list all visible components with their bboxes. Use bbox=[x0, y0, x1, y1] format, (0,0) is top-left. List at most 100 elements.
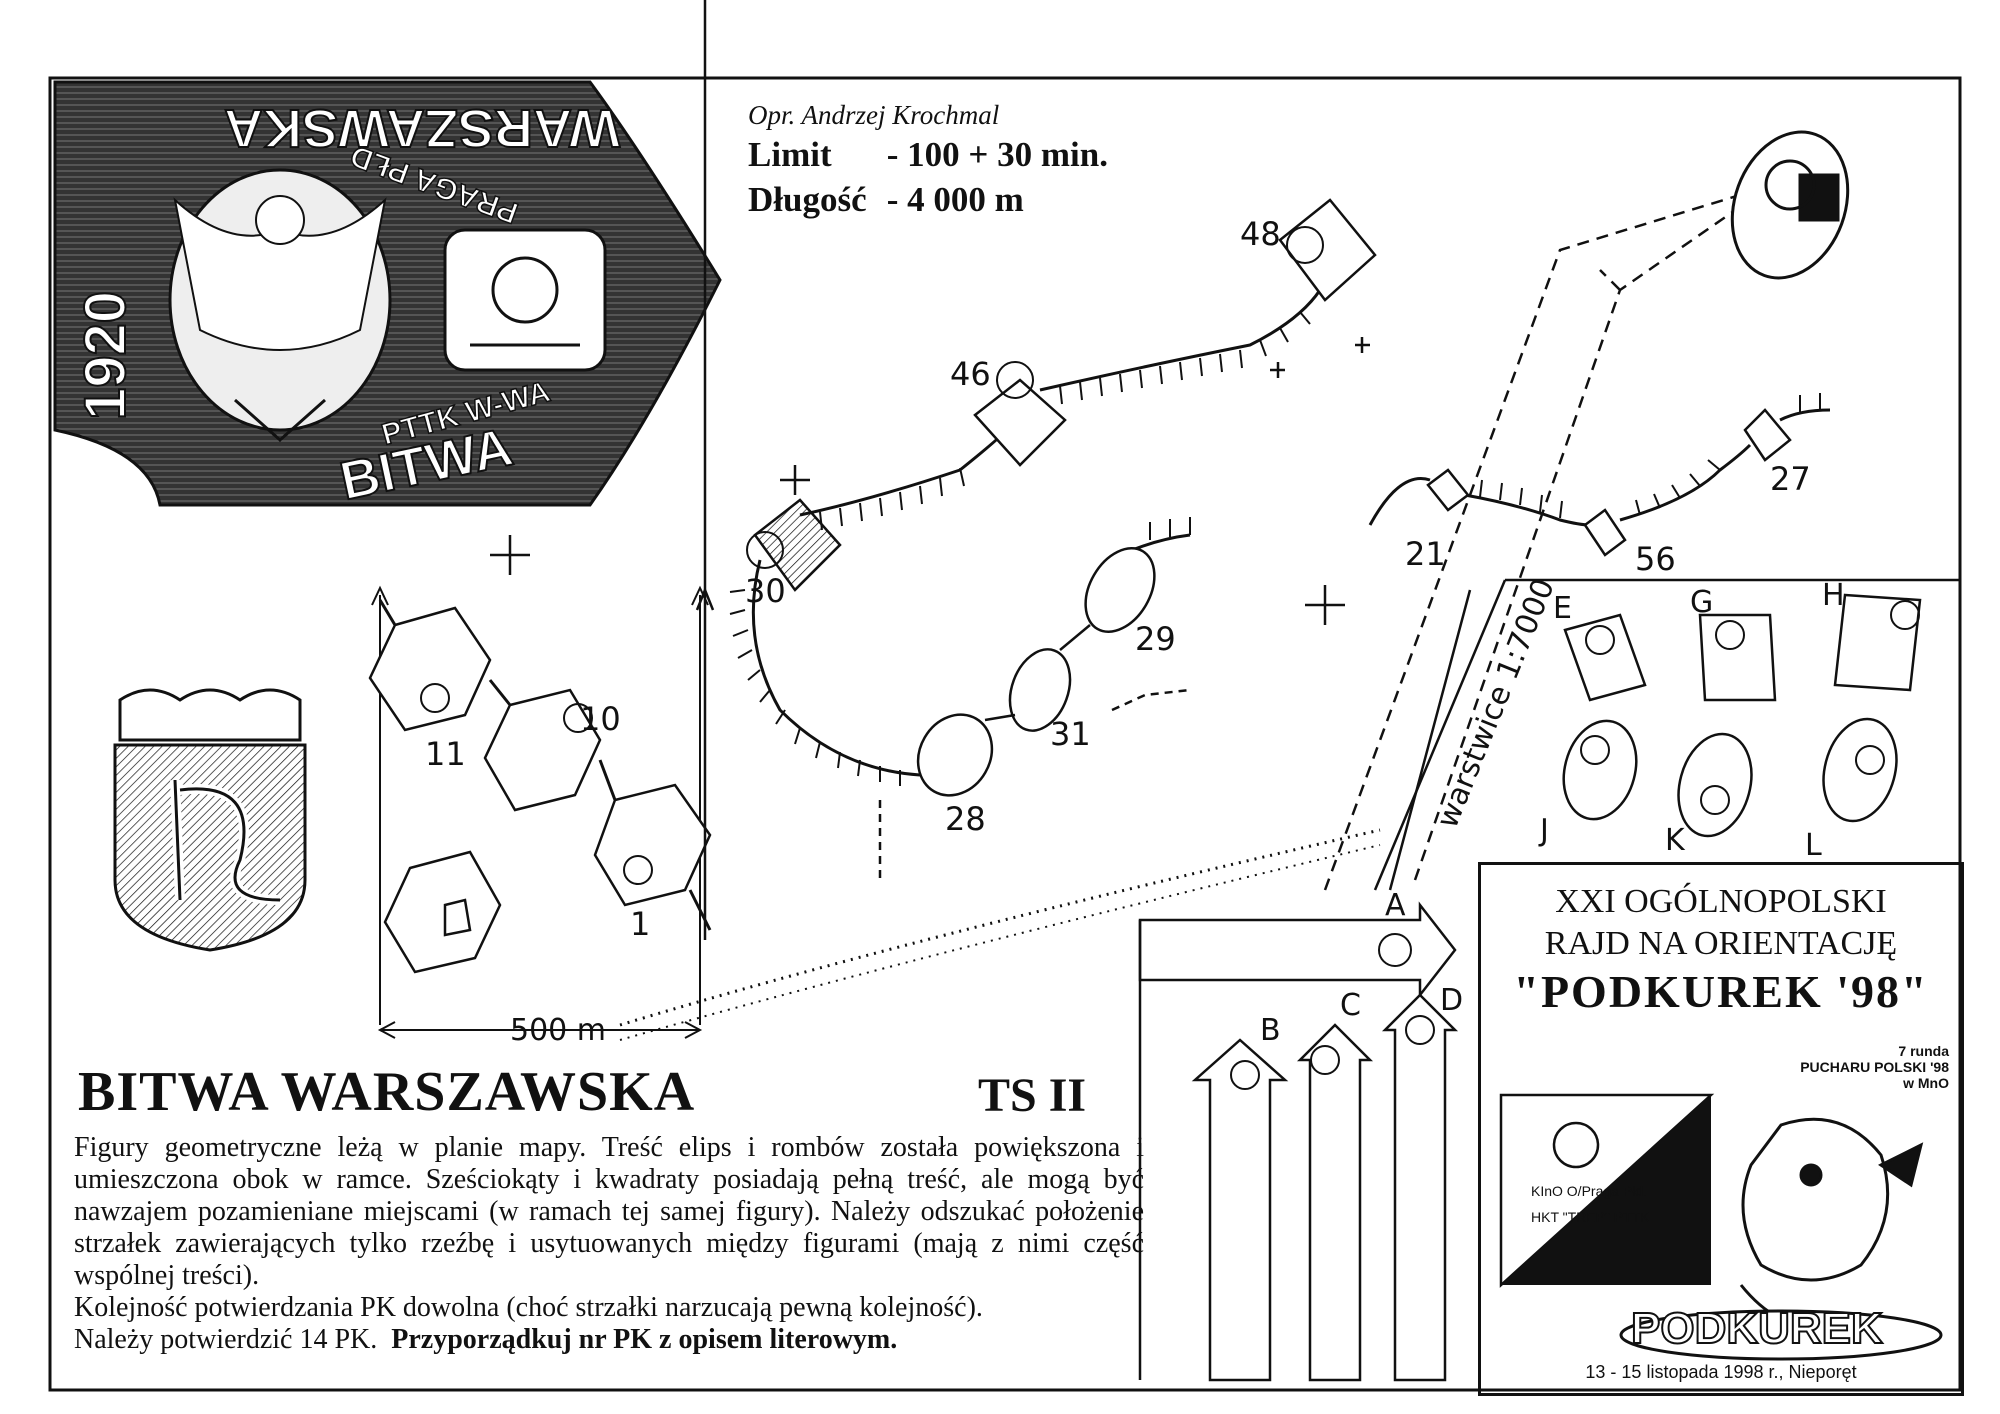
ellipse-target bbox=[1730, 130, 1850, 280]
letter-H: H bbox=[1822, 578, 1845, 613]
event-box: XXI OGÓLNOPOLSKI RAJD NA ORIENTACJĘ "POD… bbox=[1478, 862, 1964, 1396]
dashed-route bbox=[1323, 193, 1751, 891]
control-label-30: 30 bbox=[745, 572, 786, 610]
arrow-strips bbox=[1138, 901, 1459, 1382]
square-30 bbox=[753, 498, 842, 592]
badge-top-text: WARSZAWSKA bbox=[224, 98, 620, 158]
thumb-H bbox=[1833, 593, 1922, 692]
inset-thumbnails bbox=[1562, 593, 1922, 838]
dotted-link bbox=[619, 828, 1381, 1027]
event-line1: XXI OGÓLNOPOLSKI bbox=[1555, 883, 1887, 920]
category-label: TS II bbox=[978, 1069, 1087, 1122]
ellipse-figures bbox=[916, 546, 1156, 797]
letter-E: E bbox=[1553, 591, 1572, 626]
event-round: 7 runda PUCHARU POLSKI '98 w MnO bbox=[1749, 1043, 1949, 1091]
eagle-icon bbox=[168, 168, 392, 443]
hexagon-figures bbox=[368, 606, 712, 974]
ridge-ticks bbox=[819, 311, 1311, 531]
round-line1: 7 runda bbox=[1898, 1043, 1949, 1059]
ellipse-31 bbox=[1008, 648, 1072, 732]
control-label-48: 48 bbox=[1240, 215, 1281, 253]
club-name-1: KInO O/Praga Płd. bbox=[1531, 1183, 1647, 1199]
control-label-11: 11 bbox=[425, 735, 466, 773]
hexagon-1 bbox=[593, 783, 712, 907]
hexagon-control-circles bbox=[420, 683, 653, 885]
square-48 bbox=[1278, 198, 1377, 302]
arrow-D bbox=[1381, 993, 1459, 1382]
control-labels: 48 46 30 29 31 28 21 56 27 11 10 1 bbox=[425, 215, 1811, 943]
square-21 bbox=[1426, 468, 1470, 512]
ellipse-29 bbox=[1084, 546, 1156, 634]
club-logo-icon bbox=[1552, 1121, 1600, 1169]
control-label-21: 21 bbox=[1405, 535, 1446, 573]
arrow-B bbox=[1191, 1038, 1289, 1382]
letter-J: J bbox=[1538, 813, 1549, 848]
instructions-order: Kolejność potwierdzania PK dowolna (choć… bbox=[74, 1292, 983, 1323]
control-label-29: 29 bbox=[1135, 620, 1176, 658]
inset-frame bbox=[1373, 578, 1960, 891]
length-value: - 4 000 m bbox=[886, 180, 1024, 219]
letter-D: D bbox=[1440, 983, 1463, 1018]
mascot-text: PODKUREK bbox=[1631, 1304, 1883, 1353]
square-figures bbox=[753, 198, 1377, 592]
control-label-46: 46 bbox=[950, 355, 991, 393]
thumb-E bbox=[1563, 613, 1647, 702]
author-line: Opr. Andrzej Krochmal bbox=[748, 100, 1000, 130]
lion-shield-icon bbox=[443, 228, 607, 372]
square-56 bbox=[1583, 508, 1627, 557]
letter-K: K bbox=[1665, 823, 1686, 858]
control-label-28: 28 bbox=[945, 800, 986, 838]
hexagon-legend bbox=[383, 850, 502, 974]
ridge-line-upper bbox=[799, 289, 1322, 517]
letter-G: G bbox=[1690, 585, 1713, 620]
badge-year: 1920 bbox=[73, 291, 138, 420]
instructions-block: Figury geometryczne leżą w planie mapy. … bbox=[74, 1132, 1144, 1356]
club-name-2: HKT "TREP" PTTK bbox=[1531, 1209, 1650, 1225]
round-line2: PUCHARU POLSKI '98 bbox=[1800, 1059, 1949, 1075]
ridge-line-right bbox=[1368, 408, 1831, 527]
square-46 bbox=[973, 378, 1067, 467]
cross-marks bbox=[490, 337, 1370, 625]
inset-scale-label: warstwice 1:7000 bbox=[1430, 574, 1562, 833]
control-label-56: 56 bbox=[1635, 540, 1676, 578]
hexagon-links bbox=[378, 599, 712, 931]
control-label-31: 31 bbox=[1050, 715, 1091, 753]
event-name: "PODKUREK '98" bbox=[1513, 966, 1929, 1017]
coat-of-arms-icon bbox=[113, 688, 307, 952]
limit-label: Limit bbox=[748, 135, 832, 174]
rooster-mascot-icon bbox=[1619, 1117, 1943, 1361]
hexagon-11 bbox=[368, 606, 492, 732]
ellipse-28 bbox=[916, 713, 994, 797]
arrow-C bbox=[1296, 1023, 1374, 1382]
instructions-count-text: Należy potwierdzić 14 PK. bbox=[74, 1324, 378, 1355]
control-label-1: 1 bbox=[630, 905, 650, 943]
length-label: Długość bbox=[748, 180, 867, 219]
event-graphics: PODKUREK bbox=[1499, 1093, 1943, 1361]
letter-labels: A B C D E G H J K L bbox=[1260, 578, 1845, 1048]
control-label-10: 10 bbox=[580, 700, 621, 738]
arrow-A bbox=[1138, 901, 1457, 999]
event-line2: RAJD NA ORIENTACJĘ bbox=[1544, 925, 1898, 962]
thumb-G bbox=[1698, 613, 1777, 702]
letter-C: C bbox=[1340, 988, 1361, 1023]
instructions-count: Należy potwierdzić 14 PK. Przyporządkuj … bbox=[74, 1324, 1144, 1356]
hexagon-10 bbox=[483, 688, 602, 812]
event-date: 13 - 15 listopada 1998 r., Nieporęt bbox=[1585, 1362, 1857, 1382]
letter-L: L bbox=[1805, 828, 1822, 863]
control-label-27: 27 bbox=[1770, 460, 1811, 498]
scale-bar-label: 500 m bbox=[510, 1013, 606, 1048]
round-line3: w MnO bbox=[1903, 1075, 1949, 1091]
letter-A: A bbox=[1385, 888, 1406, 923]
time-limit-row: Limit - 100 + 30 min. bbox=[748, 135, 1108, 175]
badge-emblem bbox=[53, 80, 722, 507]
instructions-paragraph: Figury geometryczne leżą w planie mapy. … bbox=[74, 1132, 1144, 1291]
letter-B: B bbox=[1260, 1013, 1281, 1048]
course-length-row: Długość - 4 000 m bbox=[748, 180, 1024, 220]
map-frame bbox=[48, 76, 1962, 1392]
limit-value: - 100 + 30 min. bbox=[886, 135, 1108, 174]
page-title: BITWA WARSZAWSKA bbox=[78, 1061, 696, 1123]
instructions-bold: Przyporządkuj nr PK z opisem literowym. bbox=[391, 1324, 898, 1355]
square-27 bbox=[1743, 408, 1792, 462]
